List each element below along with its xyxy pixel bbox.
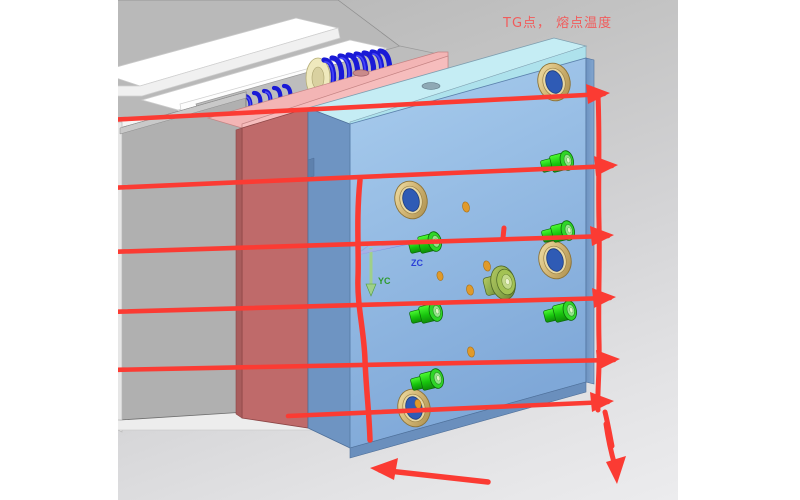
center-boss	[482, 265, 516, 300]
markup-down-arrowhead	[606, 456, 626, 484]
markup-arrowheads	[586, 84, 620, 412]
markup-flow-arrows	[118, 91, 617, 419]
plate-cavity-blue	[306, 37, 595, 459]
ejector-hole	[414, 201, 491, 409]
plate-back-support	[118, 91, 247, 421]
markup-tick	[500, 225, 507, 241]
cad-viewport[interactable]: TG点， 熔点温度 ZC YC	[118, 0, 678, 500]
annotation-tg-note: TG点， 熔点温度	[503, 16, 613, 31]
markup-left-arrowhead	[370, 458, 398, 480]
red-markup-overlay	[118, 84, 626, 485]
markup-left-vertical	[355, 177, 373, 443]
top-face-hole	[421, 82, 441, 90]
spacer-top-hole	[352, 69, 370, 77]
cad-3d-scene	[118, 0, 626, 485]
axis-label-zc: ZC	[411, 258, 423, 268]
markup-right-vertical	[595, 92, 602, 413]
axis-label-yc: YC	[378, 276, 391, 286]
markup-left-arrow	[377, 467, 491, 485]
